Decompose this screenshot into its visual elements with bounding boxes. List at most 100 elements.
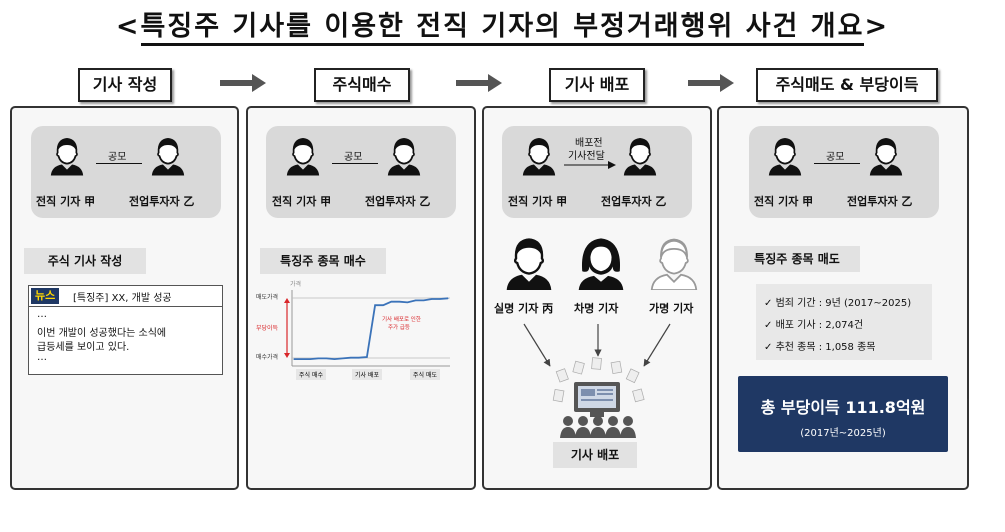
pre-release-arrow-icon [564,161,616,169]
flow-arrow-3-icon [688,74,734,92]
chart-stage-sell-box [410,369,440,380]
chart-annotation-line1: 기사 배포로 인한 [382,315,421,323]
chart-point-18 [439,298,441,300]
distribution-graphic [523,323,671,438]
conspiracy-label: 공모 [344,152,363,163]
chart-point-12 [390,301,392,303]
reporter-label: 전직 기자 甲 [754,195,814,208]
reporter-label: 전직 기자 甲 [508,195,568,208]
chart-point-8 [358,357,360,359]
chart-point-11 [382,304,384,306]
real-name-reporter-label: 실명 기자 丙 [494,302,554,315]
summary-item-stocks: ✓ 추천 종목 : 1,058 종목 [764,342,876,353]
check-icon: ✓ [764,320,773,331]
chart-stage-buy-box [296,369,326,380]
chart-point-6 [342,357,344,359]
news-dots-top: … [37,309,47,320]
chart-point-5 [333,358,336,360]
investor-icon [387,136,421,176]
investor-label: 전업투자자 乙 [847,195,913,208]
conspiracy-line [96,163,142,164]
arrow-fake-to-press [643,323,671,367]
chart-stage-publish-box [352,369,382,380]
news-body-line2: 급등세를 보이고 있다. [37,342,130,353]
real-name-reporter-icon [505,236,553,290]
chart-stage-buy: 주식 매수 [299,371,323,379]
chart-point-17 [431,298,433,300]
chart-point-3 [317,357,319,359]
arrow-real-to-press [523,323,551,367]
news-badge: 뉴스 [31,288,60,304]
reporter-icon [50,136,84,176]
chart-point-2 [309,358,311,360]
chart-annotation-line2: 주가 급등 [388,323,410,331]
news-card: 뉴스 [특징주] XX, 개발 성공 … 이번 개발이 성공했다는 소식에 급등… [28,285,223,375]
chart-point-7 [350,357,352,359]
chart-y-top-label: 가격 [290,280,301,288]
monitor-icon [574,382,620,417]
total-profit-period: (2017년~2025년) [800,428,886,439]
stage-sell-and-profit: 주식매도 & 부당이득 [756,68,938,102]
chart-gain-arrow-up [284,298,290,303]
summary-item-period: ✓ 범죄 기간 : 9년 (2017~2025) [764,298,912,309]
news-body-line1: 이번 개발이 성공했다는 소식에 [37,328,167,339]
section-write-article: 주식 기사 작성 [24,248,146,274]
conspiracy-line [332,163,378,164]
flow-arrow-1-icon [220,74,266,92]
reporter-icon [522,136,556,176]
stock-price-chart: 가격 매도가격 부당이득 매수가격 기사 배포로 인한 주가 급등 주식 매수 … [256,280,450,380]
check-icon: ✓ [764,342,773,353]
scattered-papers-icon [552,357,645,403]
pre-release-label-1: 배포전 [575,138,603,149]
flow-arrow-2-icon [456,74,502,92]
chart-point-19 [447,297,449,299]
chart-point-4 [325,357,327,359]
chart-gain-arrow-down [284,353,290,358]
audience-icon [560,416,636,438]
stage-write-article: 기사 작성 [78,68,172,102]
chart-stage-sell: 주식 매도 [413,371,437,379]
chart-label-sell-price: 매도가격 [256,293,278,301]
news-headline: [특징주] XX, 개발 성공 [73,293,172,304]
fake-name-reporter-label: 가명 기자 [649,302,694,315]
chart-point-13 [398,301,400,303]
page-title: <특징주 기사를 이용한 전직 기자의 부정거래행위 사건 개요> [0,4,1005,46]
investor-label: 전업투자자 乙 [365,195,431,208]
conspiracy-line [814,163,860,164]
chart-stage-publish: 기사 배포 [355,371,379,379]
investor-label: 전업투자자 乙 [129,195,195,208]
chart-point-16 [423,299,425,301]
investor-icon [151,136,185,176]
check-icon: ✓ [764,298,773,309]
news-dots-bottom: … [37,352,47,363]
section-sell-stock: 특징주 종목 매도 [734,246,860,272]
borrowed-name-reporter-label: 차명 기자 [574,302,619,315]
conspiracy-label: 공모 [108,152,127,163]
chart-point-1 [301,358,303,360]
chart-series-price [294,297,449,361]
chart-point-14 [406,301,409,303]
reporter-icon [286,136,320,176]
chart-label-buy-price: 매수가격 [256,353,278,361]
conspiracy-label: 공모 [826,152,845,163]
investor-label: 전업투자자 乙 [601,195,667,208]
chart-point-0 [293,358,295,360]
reporter-icon [768,136,802,176]
stage-distribute-article: 기사 배포 [549,68,645,102]
summary-box [756,284,932,360]
section-buy-stock: 특징주 종목 매수 [260,248,386,274]
chart-point-9 [366,356,368,358]
stage-buy-stock: 주식매수 [314,68,410,102]
pre-release-label-2: 기사전달 [568,151,605,162]
investor-icon [869,136,903,176]
distribution-label: 기사 배포 [553,442,637,468]
investor-icon [623,136,657,176]
total-profit: 총 부당이득 111.8억원 [760,398,926,417]
chart-point-15 [415,299,417,301]
chart-label-gain: 부당이득 [256,324,279,332]
reporter-label: 전직 기자 甲 [36,195,96,208]
chart-point-10 [374,304,376,306]
summary-item-articles: ✓ 배포 기사 : 2,074건 [764,320,864,331]
total-profit-box: 총 부당이득 111.8억원 (2017년~2025년) [738,376,948,452]
borrowed-name-reporter-icon [577,236,625,290]
